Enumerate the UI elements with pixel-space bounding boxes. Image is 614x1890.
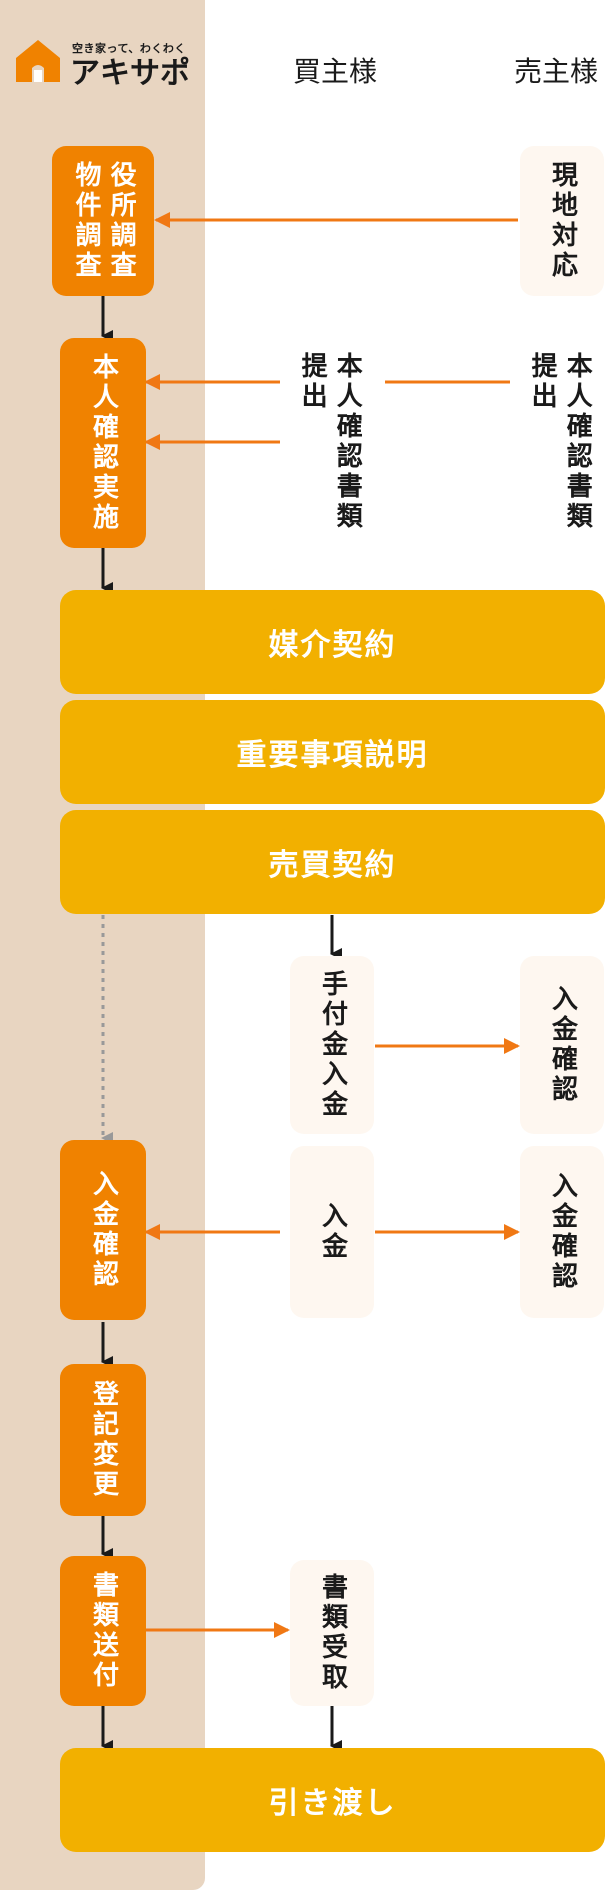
registration-change-label: 登記変更	[88, 1380, 119, 1500]
sales-contract-bar: 売買契約	[60, 810, 605, 914]
seller-site-box: 現地対応	[520, 146, 604, 296]
house-logo-icon	[16, 40, 60, 82]
brokerage-bar: 媒介契約	[60, 590, 605, 694]
registration-change-box: 登記変更	[60, 1364, 146, 1516]
seller-deposit-confirm-box: 入金確認	[520, 956, 604, 1134]
document-sending-box: 書類送付	[60, 1556, 146, 1706]
seller-id-docs-text: 本人確認書類 提出	[527, 352, 593, 532]
survey-label: 役所調査 物件調査	[71, 161, 137, 281]
buyer-payment-box: 入金	[290, 1146, 374, 1318]
handover-bar: 引き渡し	[60, 1748, 605, 1852]
deposit-payment-box: 手付金入金	[290, 956, 374, 1134]
survey-box: 役所調査 物件調査	[52, 146, 154, 296]
logo-name: アキサポ	[70, 56, 190, 91]
payment-confirm-label: 入金確認	[88, 1170, 119, 1290]
document-receipt-box: 書類受取	[290, 1560, 374, 1706]
important-matters-bar: 重要事項説明	[60, 700, 605, 804]
buyer-payment-label: 入金	[317, 1202, 348, 1262]
buyer-column-header: 買主様	[292, 55, 377, 88]
seller-payment-confirm-box: 入金確認	[520, 1146, 604, 1318]
payment-confirm-box: 入金確認	[60, 1140, 146, 1320]
document-receipt-label: 書類受取	[317, 1573, 348, 1693]
document-sending-label: 書類送付	[88, 1571, 119, 1691]
seller-payment-confirm-label: 入金確認	[547, 1172, 578, 1292]
buyer-id-docs-text: 本人確認書類 提出	[297, 352, 363, 532]
seller-column-header: 売主様	[513, 55, 598, 88]
seller-deposit-confirm-label: 入金確認	[547, 985, 578, 1105]
logo-tagline: 空き家って、わくわく	[72, 42, 186, 55]
identity-check-box: 本人確認実施	[60, 338, 146, 548]
seller-site-label: 現地対応	[547, 161, 578, 281]
deposit-payment-label: 手付金入金	[317, 970, 348, 1120]
identity-check-label: 本人確認実施	[88, 353, 119, 533]
akisapo-logo: 空き家って、わくわく アキサポ	[14, 38, 204, 94]
